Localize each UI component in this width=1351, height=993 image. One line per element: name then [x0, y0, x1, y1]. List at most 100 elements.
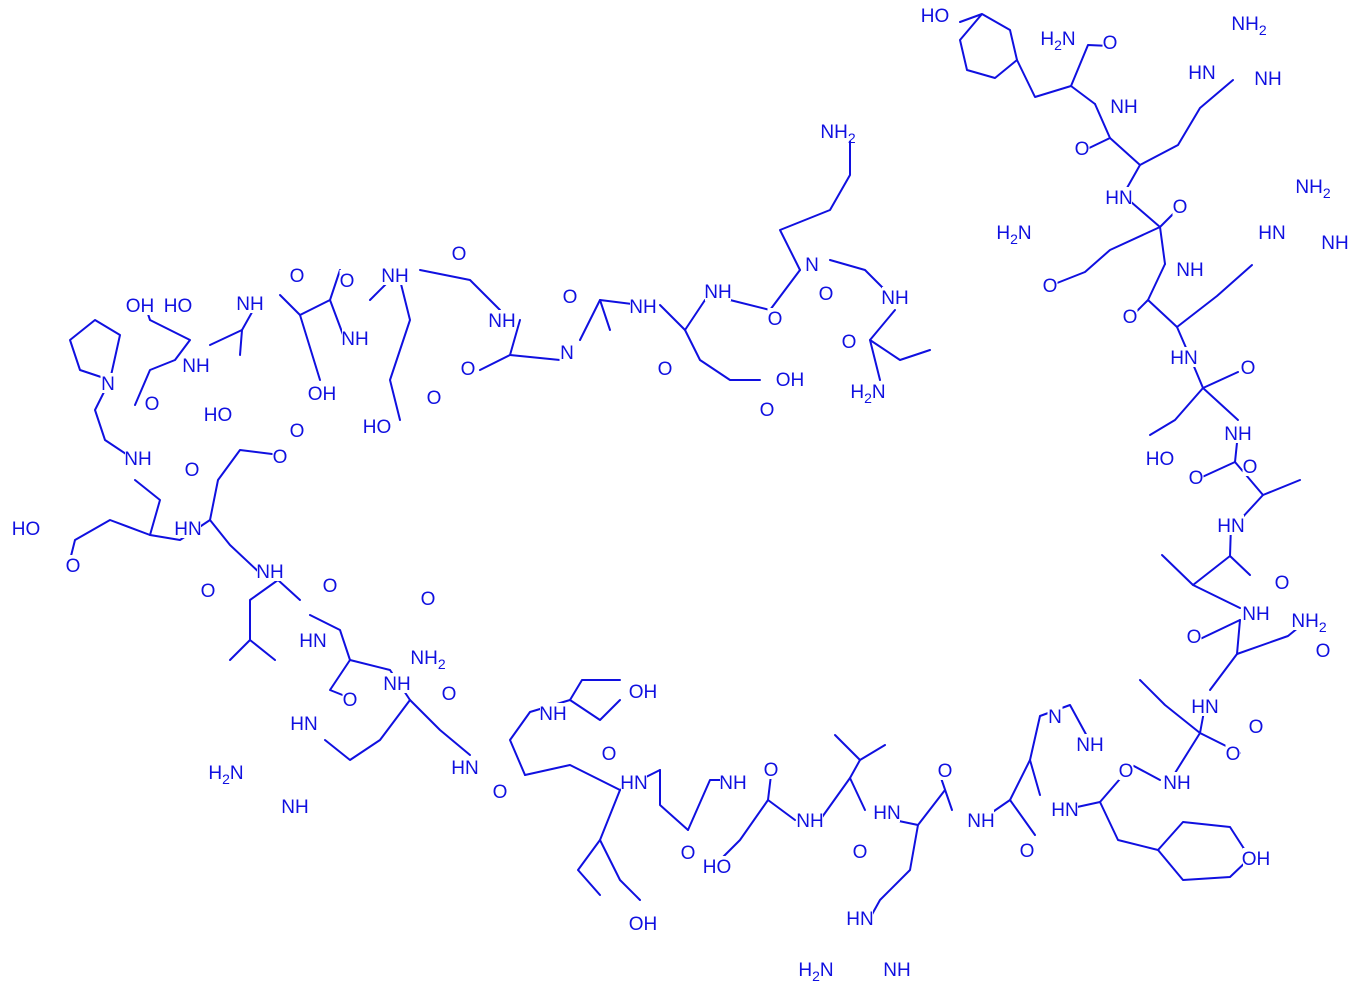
bond-75 [729, 269, 801, 311]
atom-label-bg-106 [1259, 222, 1285, 242]
bond-54 [229, 639, 251, 661]
atom-label-8: NH [182, 356, 209, 377]
bond-68 [419, 269, 501, 311]
bond-39 [834, 734, 861, 761]
atom-label-70: NH [967, 811, 994, 832]
bond-58 [94, 379, 136, 461]
atom-label-53: O [602, 744, 617, 765]
bond-31 [1029, 704, 1089, 796]
atom-label-98: O [1075, 139, 1090, 160]
atom-label-bg-11 [309, 383, 335, 403]
atom-label-97: NH [1110, 97, 1137, 118]
atom-label-15: NH [488, 311, 515, 332]
atom-label-bg-90 [1240, 357, 1256, 377]
bond-7 [1159, 226, 1166, 265]
bond-72 [599, 299, 611, 331]
atom-label-bg-91 [1177, 259, 1203, 279]
bond-55 [209, 449, 281, 576]
atom-label-bg-83 [1274, 572, 1290, 592]
atom-label-bg-21 [705, 281, 731, 301]
atom-label-bg-76 [1243, 848, 1269, 868]
atom-label-bg-73 [1118, 760, 1134, 780]
bond-76 [779, 139, 851, 271]
bond-57 [134, 479, 161, 536]
atom-label-bg-38 [200, 580, 216, 600]
atom-label-bg-104 [1255, 68, 1281, 88]
atom-label-bg-65 [797, 959, 835, 979]
atom-label-bg-93 [995, 222, 1033, 242]
atom-label-bg-99 [1039, 28, 1077, 48]
atom-label-bg-32 [272, 446, 288, 466]
bond-63 [279, 269, 341, 316]
atom-label-bg-27 [819, 121, 857, 141]
atom-label-31: HO [204, 405, 233, 426]
atom-label-76: OH [1242, 849, 1271, 870]
atom-label-11: OH [308, 384, 337, 405]
atom-label-23: N [805, 255, 819, 276]
atom-label-bg-53 [601, 743, 617, 763]
atom-label-bg-100 [1102, 32, 1118, 52]
atom-label-bg-96 [1172, 196, 1188, 216]
atom-label-bg-79 [1243, 603, 1269, 623]
bond-21 [1197, 619, 1241, 641]
atom-label-61: O [853, 842, 868, 863]
atom-label-18: O [461, 359, 476, 380]
atom-label-bg-40 [322, 575, 338, 595]
atom-label-bg-47 [291, 713, 317, 733]
bond-13 [1202, 387, 1239, 421]
atom-label-bg-5 [382, 265, 408, 285]
atom-label-58: O [764, 760, 779, 781]
atom-label-bg-23 [804, 254, 820, 274]
bond-33 [1009, 759, 1031, 801]
atom-label-60: HO [703, 857, 732, 878]
bond-28 [1099, 801, 1251, 859]
atom-label-78: O [1249, 717, 1264, 738]
atom-label-21: NH [704, 282, 731, 303]
atom-label-2: NH [236, 294, 263, 315]
bond-37 [819, 777, 866, 821]
atom-label-bg-25 [777, 369, 803, 389]
atom-label-bg-66 [884, 959, 910, 979]
atom-label-bg-84 [1218, 515, 1244, 535]
atom-label-bg-60 [704, 856, 730, 876]
atom-label-87: NH [1224, 424, 1251, 445]
atom-label-bg-15 [489, 310, 515, 330]
atom-label-bg-18 [460, 358, 476, 378]
atom-label-13: HO [363, 417, 392, 438]
atom-label-bg-51 [630, 681, 656, 701]
bond-50 [324, 699, 411, 761]
bond-5 [1139, 79, 1234, 166]
atom-label-bg-59 [797, 810, 823, 830]
atom-label-80: O [1187, 627, 1202, 648]
atom-label-86: HO [1146, 449, 1175, 470]
bond-45 [577, 839, 601, 896]
atom-label-bg-61 [852, 841, 868, 861]
atom-label-bg-56 [680, 842, 696, 862]
atom-label-28: NH [881, 288, 908, 309]
atom-label-bg-16 [562, 286, 578, 306]
atom-label-bg-54 [492, 781, 508, 801]
atom-label-bg-13 [364, 416, 390, 436]
atom-label-37: HN [174, 519, 201, 540]
atom-label-bg-43 [409, 647, 447, 667]
bond-34 [939, 774, 953, 811]
atom-label-16: O [563, 287, 578, 308]
atom-label-bg-64 [847, 908, 873, 928]
atom-label-34: O [185, 460, 200, 481]
bond-26 [1174, 732, 1201, 774]
atom-label-20: O [658, 359, 673, 380]
atom-label-bg-72 [1052, 799, 1078, 819]
atom-label-7: NH [341, 329, 368, 350]
atom-label-bg-58 [763, 759, 779, 779]
atom-label-bg-81 [1290, 610, 1328, 630]
atom-label-bg-98 [1074, 138, 1090, 158]
atom-label-32: O [273, 447, 288, 468]
atom-label-bg-57 [720, 772, 746, 792]
atom-label-bg-22 [767, 308, 783, 328]
atom-label-66: NH [883, 960, 910, 981]
atom-label-bg-62 [874, 802, 900, 822]
atom-label-bg-80 [1186, 626, 1202, 646]
atom-label-30: H2N [850, 382, 885, 406]
